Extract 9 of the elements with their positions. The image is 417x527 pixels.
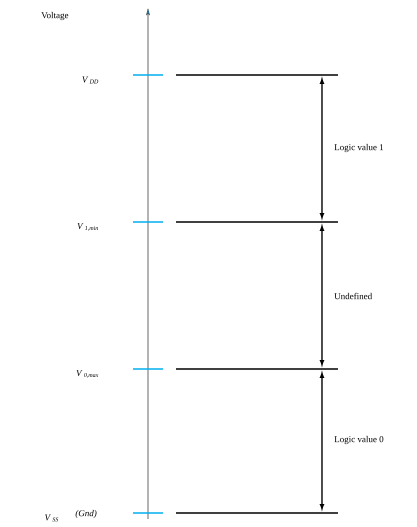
range-label: Undefined	[334, 292, 372, 300]
level-label: V $_{0,max}$	[76, 370, 98, 378]
range-label: Logic value 0	[334, 436, 384, 444]
range-label: Logic value 1	[334, 144, 384, 152]
level-label: (Gnd)	[76, 510, 97, 518]
level-label: V$_{SS}$	[45, 514, 58, 522]
level-label: V $_{1,min}$	[78, 223, 98, 231]
axis-title: Voltage	[41, 12, 68, 20]
level-label: V$_{DD}$	[82, 76, 98, 84]
